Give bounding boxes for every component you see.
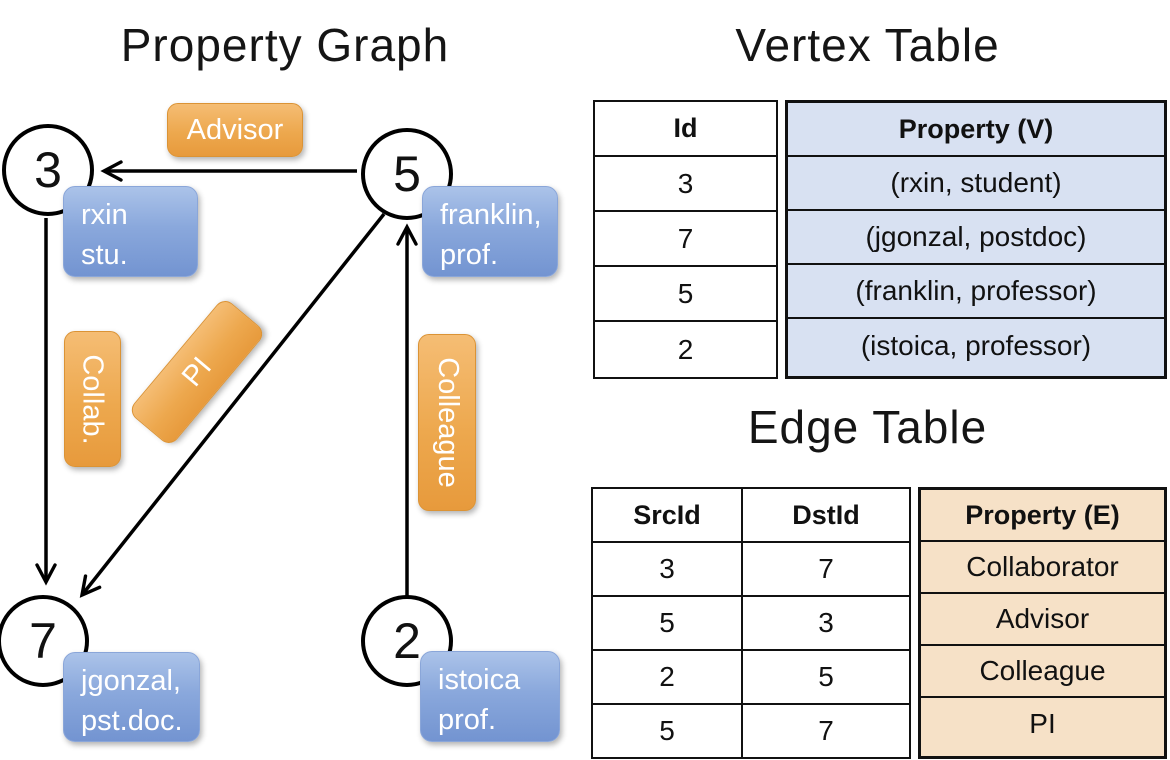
vertex-property-line: pst.doc. (81, 705, 183, 738)
graph-node-5: 5 (361, 128, 453, 220)
table-row: SrcId DstId (593, 489, 909, 543)
table-cell: 3 (593, 543, 743, 595)
vertex-table-id-column: Id 3 7 5 2 (593, 100, 778, 379)
table-cell: Colleague (921, 646, 1164, 698)
table-cell: 7 (818, 715, 834, 746)
table-cell: 3 (818, 607, 834, 638)
edge-table-property-column: Property (E) Collaborator Advisor Collea… (918, 487, 1167, 759)
vertex-property-line: prof. (440, 239, 499, 272)
edge-label-text: PI (175, 350, 218, 393)
table-row: 3 7 (593, 543, 909, 597)
table-cell: Collaborator (921, 542, 1164, 594)
vertex-property-box-3: rxin stu. (63, 186, 198, 277)
vertex-property-line: stu. (81, 239, 128, 272)
table-cell: 7 (595, 212, 776, 267)
edge-table-header-srcid: SrcId (593, 489, 743, 541)
vertex-table-header-id: Id (595, 102, 776, 157)
vertex-property-box-2: istoica prof. (420, 651, 560, 742)
edge-pi-line (79, 212, 386, 598)
table-cell: (jgonzal, postdoc) (788, 211, 1164, 265)
table-cell: 7 (818, 553, 834, 584)
vertex-property-box-7: jgonzal, pst.doc. (63, 652, 200, 742)
vertex-property-line: jgonzal, (81, 665, 181, 697)
table-cell: 2 (677, 333, 694, 365)
edge-table-id-columns: SrcId DstId 3 7 5 3 2 5 5 7 (591, 487, 911, 759)
table-cell: (franklin, professor) (788, 265, 1164, 319)
table-cell: 5 (593, 705, 743, 757)
graph-title: Property Graph (120, 19, 450, 71)
edge-label-text: Collab. (77, 353, 109, 445)
vertex-table: Id 3 7 5 2 Property (V) (rxin, student) … (593, 100, 1167, 379)
table-row: 5 3 (593, 597, 909, 651)
edge-table-title: Edge Table (747, 401, 988, 453)
edge-label-advisor: Advisor (167, 103, 303, 157)
vertex-table-title: Vertex Table (735, 19, 1000, 71)
edge-label-text: Colleague (431, 357, 464, 488)
edge-table-header-property: Property (E) (921, 490, 1164, 542)
edge-table-header-dstid: DstId (792, 499, 860, 530)
edge-label-text: Advisor (186, 113, 284, 146)
table-row: 5 7 (593, 705, 909, 757)
table-cell: 5 (595, 267, 776, 322)
table-cell: 5 (818, 661, 834, 692)
vertex-property-line: franklin, (440, 199, 542, 231)
table-row: 2 5 (593, 651, 909, 705)
vertex-property-line: istoica (438, 664, 521, 696)
table-cell: 5 (593, 597, 743, 649)
vertex-table-header-property: Property (V) (788, 103, 1164, 157)
vertex-property-box-5: franklin, prof. (422, 186, 558, 277)
table-cell: PI (1029, 708, 1056, 739)
graph-edges (35, 160, 418, 598)
graph-node-2: 2 (361, 595, 453, 687)
table-cell: Advisor (921, 594, 1164, 646)
edge-label-collab: Collab. (64, 331, 121, 467)
vertex-table-property-column: Property (V) (rxin, student) (jgonzal, p… (785, 100, 1167, 379)
table-cell: (istoica, professor) (860, 330, 1092, 361)
table-cell: (rxin, student) (788, 157, 1164, 211)
edge-label-colleague: Colleague (418, 334, 476, 511)
edge-table: SrcId DstId 3 7 5 3 2 5 5 7 Property (E)… (591, 487, 1167, 759)
vertex-property-line: rxin (81, 199, 128, 231)
table-cell: 3 (595, 157, 776, 212)
table-cell: 2 (593, 651, 743, 703)
vertex-property-line: prof. (438, 704, 497, 737)
